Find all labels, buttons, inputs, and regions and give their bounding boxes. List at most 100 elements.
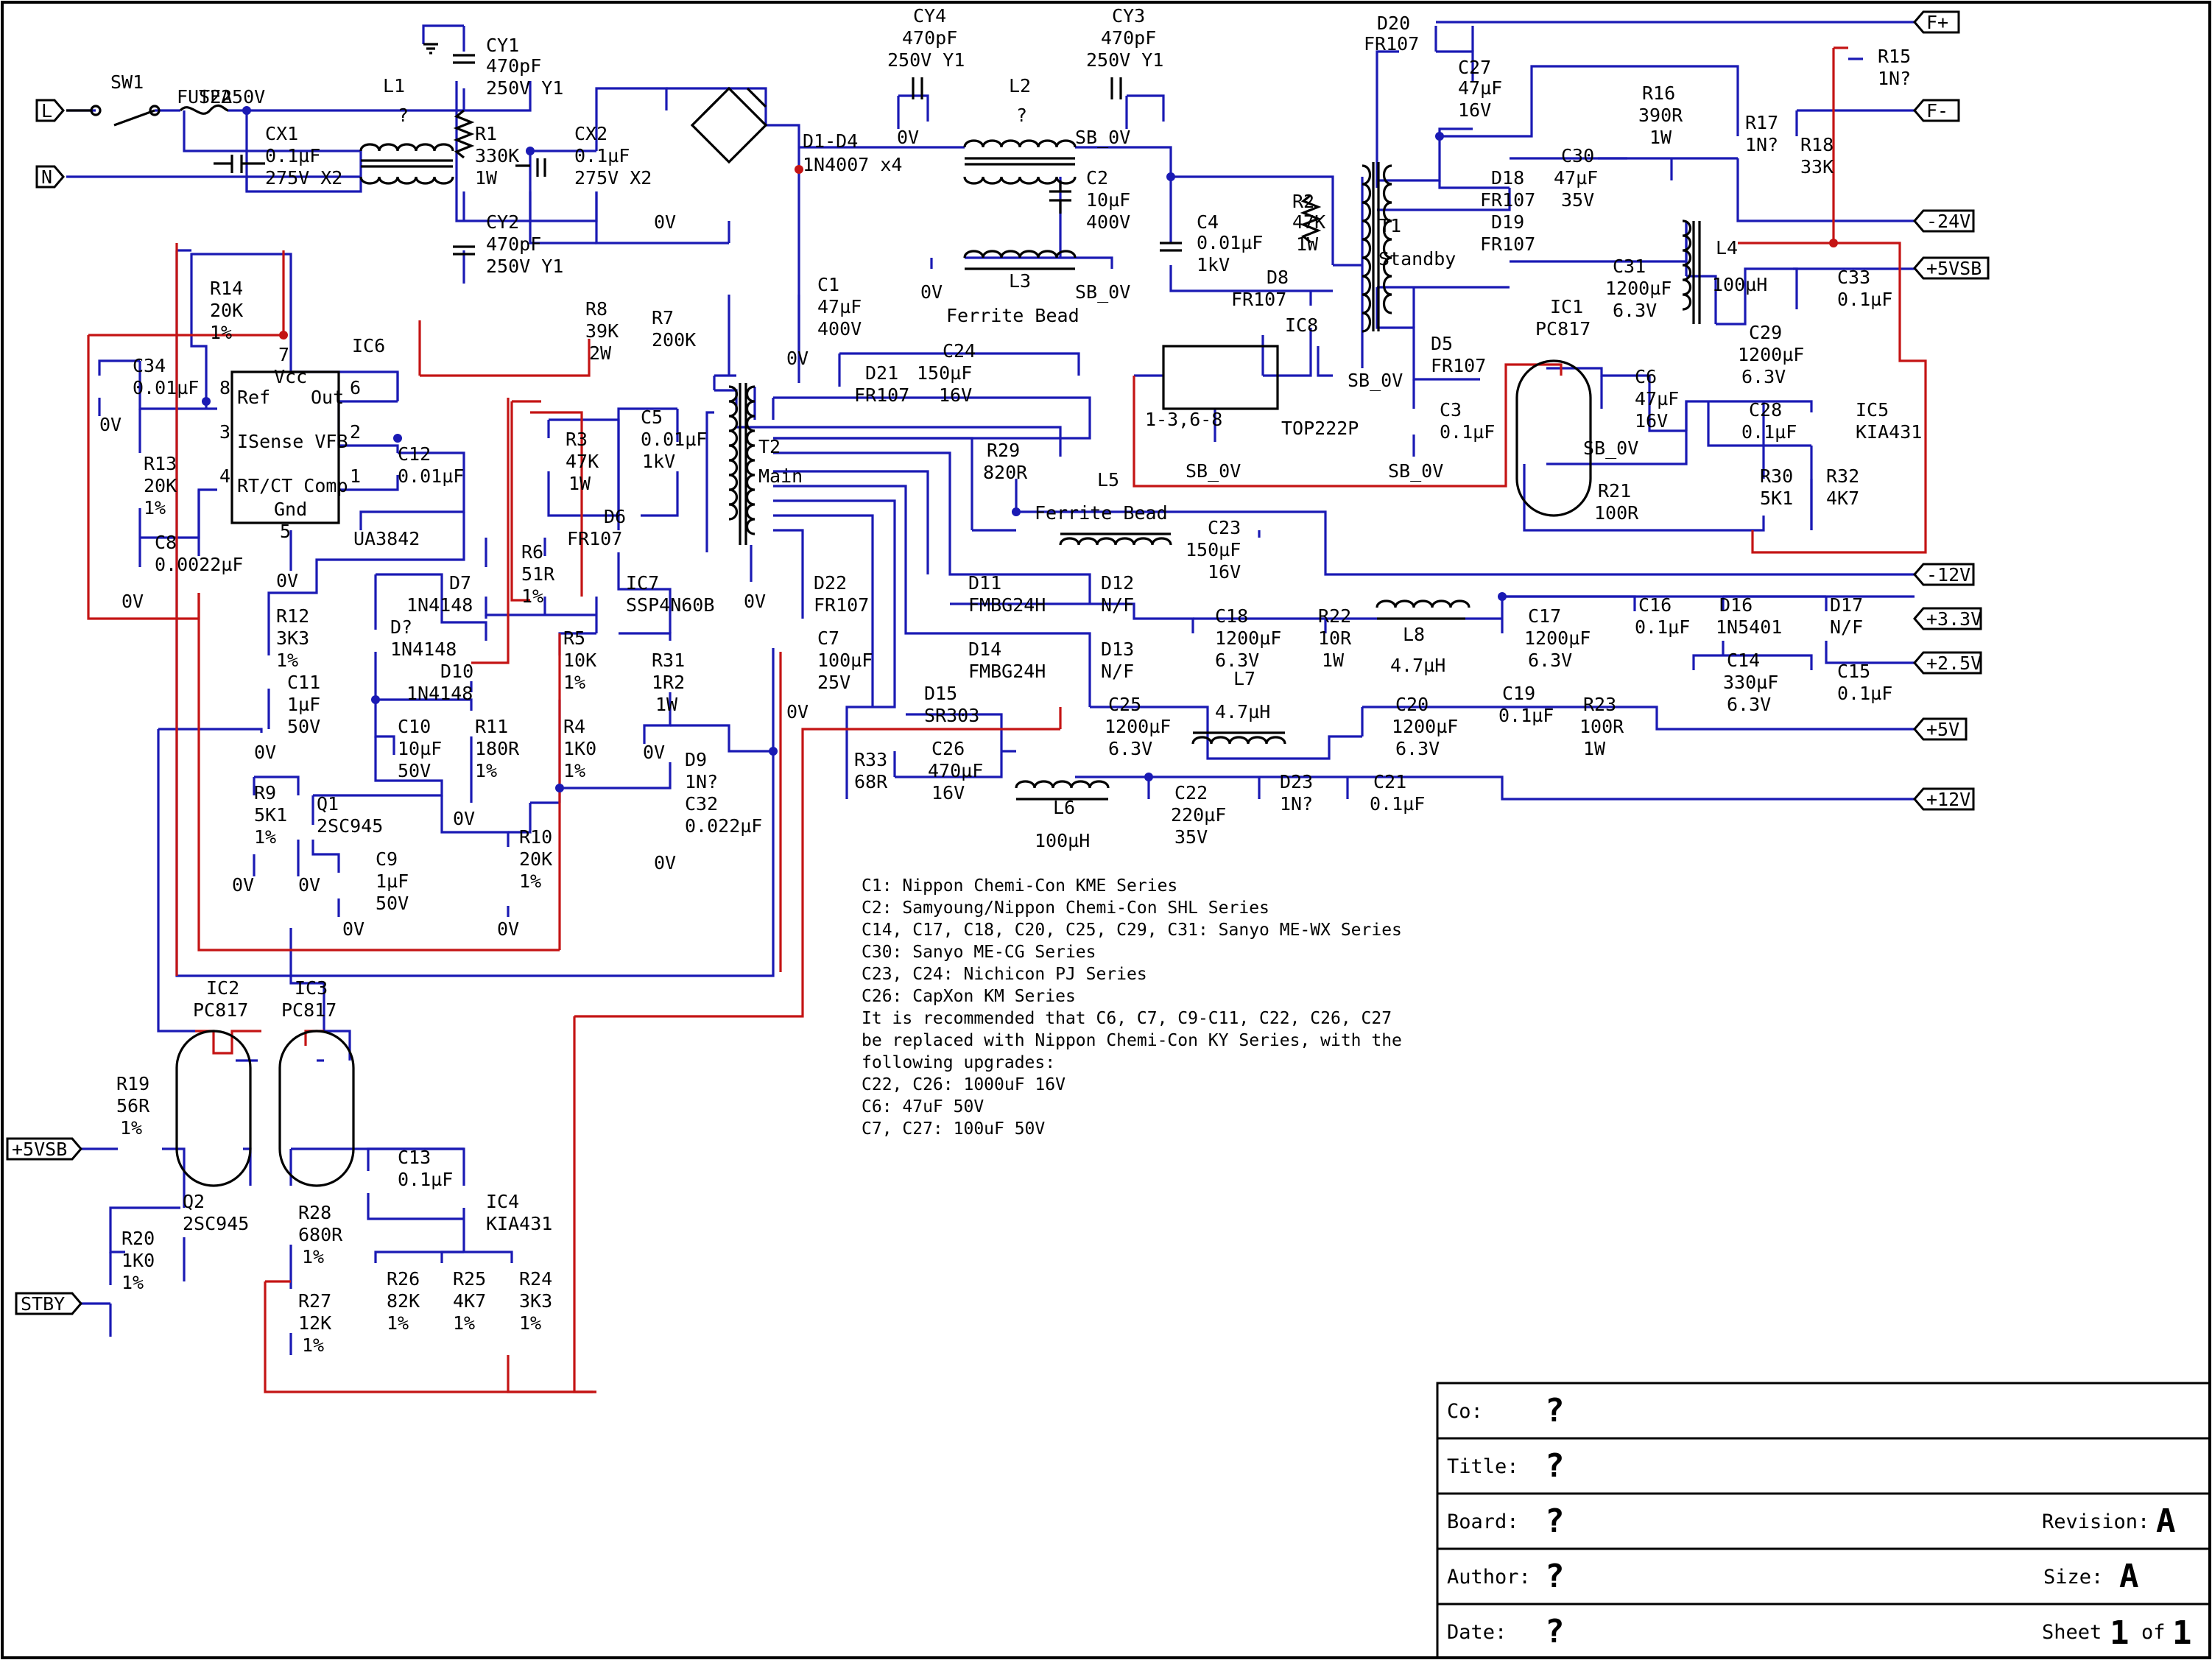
label-ov14: 0V [232,874,254,896]
label-d14v: FMBG24H [968,661,1046,682]
label-d1d4v: 1N4007 x4 [803,154,902,175]
label-r8v: 39K [585,320,619,342]
label-d14: D14 [968,639,1001,660]
label-c18: C18 [1215,605,1248,627]
label-c8v: 0.0022µF [155,554,243,575]
note-line: following upgrades: [862,1053,1055,1072]
label-d11: D11 [968,572,1001,594]
label-main: Main [758,465,803,487]
label-d23v: 1N? [1280,793,1313,815]
label-d19: D19 [1491,211,1524,233]
wires-red [87,46,1927,1393]
label-cx1v: 0.1µF [265,145,320,166]
label-r24v: 3K3 [519,1290,552,1312]
label-c29v: 1200µF [1738,344,1804,365]
label-sbov5: SB_0V [1388,460,1443,482]
date-value: ? [1545,1613,1565,1650]
label-c26r: 16V [931,782,965,803]
label-ic6: IC6 [352,335,385,356]
label-d12: D12 [1101,572,1134,594]
label-cx1: CX1 [265,123,298,144]
label-ic3: IC3 [295,977,328,999]
label-l7v: 4.7µH [1215,701,1270,722]
label-c1r: 400V [817,318,862,340]
port-12v-label: +12V [1926,789,1970,810]
label-isense: ISense VFB [237,431,348,452]
label-c3v: 0.1µF [1440,421,1495,443]
label-r11v: 180R [475,738,520,759]
label-c15: C15 [1837,661,1870,682]
label-ic3v: PC817 [281,999,337,1021]
label-r17v: 1N? [1745,134,1778,155]
note-line: C22, C26: 1000uF 16V [862,1075,1066,1094]
label-r20: R20 [121,1228,155,1249]
port-stby-label: STBY [21,1293,65,1315]
label-fb1: Ferrite Bead [946,305,1079,326]
note-line: C2: Samyoung/Nippon Chemi-Con SHL Series [862,898,1269,918]
port-fminus-label: F- [1926,100,1948,122]
label-d19v: FR107 [1480,233,1535,255]
sheet-of: of [2141,1621,2166,1644]
label-c30v: 47µF [1554,167,1598,189]
label-r18v: 33K [1800,156,1834,177]
label-c18r: 6.3V [1215,650,1259,671]
co-value: ? [1545,1392,1565,1429]
label-r12v: 3K3 [276,627,309,649]
label-c23: C23 [1208,517,1241,538]
label-c16: C16 [1638,594,1672,616]
label-ov6: 0V [654,211,676,233]
label-ov8: 0V [744,591,766,612]
label-c31r: 6.3V [1613,300,1657,321]
label-c26: C26 [931,738,965,759]
label-ic2v: PC817 [193,999,248,1021]
port-fplus-flag [1913,10,1960,34]
label-r31: R31 [652,650,685,671]
label-ic1v: PC817 [1535,318,1591,340]
label-c23v: 150µF [1186,539,1241,560]
label-c2r: 400V [1086,211,1130,233]
label-cy4v: 470pF [902,27,957,49]
label-c28v: 0.1µF [1741,421,1797,443]
label-r8: R8 [585,298,607,320]
label-c10v: 10µF [398,738,442,759]
label-r23w: 1W [1583,738,1606,759]
label-c16v: 0.1µF [1635,616,1690,638]
label-c2: C2 [1086,167,1108,189]
label-gnd: Gnd [274,499,307,520]
note-line: C1: Nippon Chemi-Con KME Series [862,876,1177,896]
label-d15v: SR303 [924,705,979,726]
label-r2v: 47K [1292,211,1325,233]
label-r1v: 330K [475,145,519,166]
label-l8: L8 [1403,624,1425,645]
label-ref: Ref [237,387,270,408]
label-c9r: 50V [376,893,409,914]
label-sbov4: SB_0V [1348,370,1403,391]
label-r25v: 4K7 [453,1290,486,1312]
label-c14r: 6.3V [1727,694,1771,715]
label-r15v: 1N? [1878,68,1911,89]
port-5vsb-label: +5VSB [1926,258,1982,279]
board-value: ? [1545,1502,1565,1540]
label-ic2: IC2 [206,977,239,999]
label-d6v: FR107 [567,528,622,549]
label-r24p: 1% [519,1312,541,1334]
label-p7: 7 [278,344,289,365]
note-line: C26: CapXon KM Series [862,987,1076,1006]
port-5v-label: +5V [1926,719,1959,740]
label-d9: D9 [685,749,707,770]
port-12v-flag [1913,787,1975,811]
label-r9p: 1% [254,826,276,848]
co-label: Co: [1447,1400,1483,1423]
label-r32: R32 [1826,465,1859,487]
label-dq: D? [390,616,412,638]
label-r5p: 1% [563,672,585,693]
label-r30: R30 [1760,465,1793,487]
label-c7v: 100µF [817,650,873,671]
port-m12-label: -12V [1926,564,1970,585]
label-r23: R23 [1583,694,1616,715]
label-r21: R21 [1598,480,1631,502]
label-r4: R4 [563,716,585,737]
note-line: C30: Sanyo ME-CG Series [862,943,1096,962]
label-r24: R24 [519,1268,552,1290]
